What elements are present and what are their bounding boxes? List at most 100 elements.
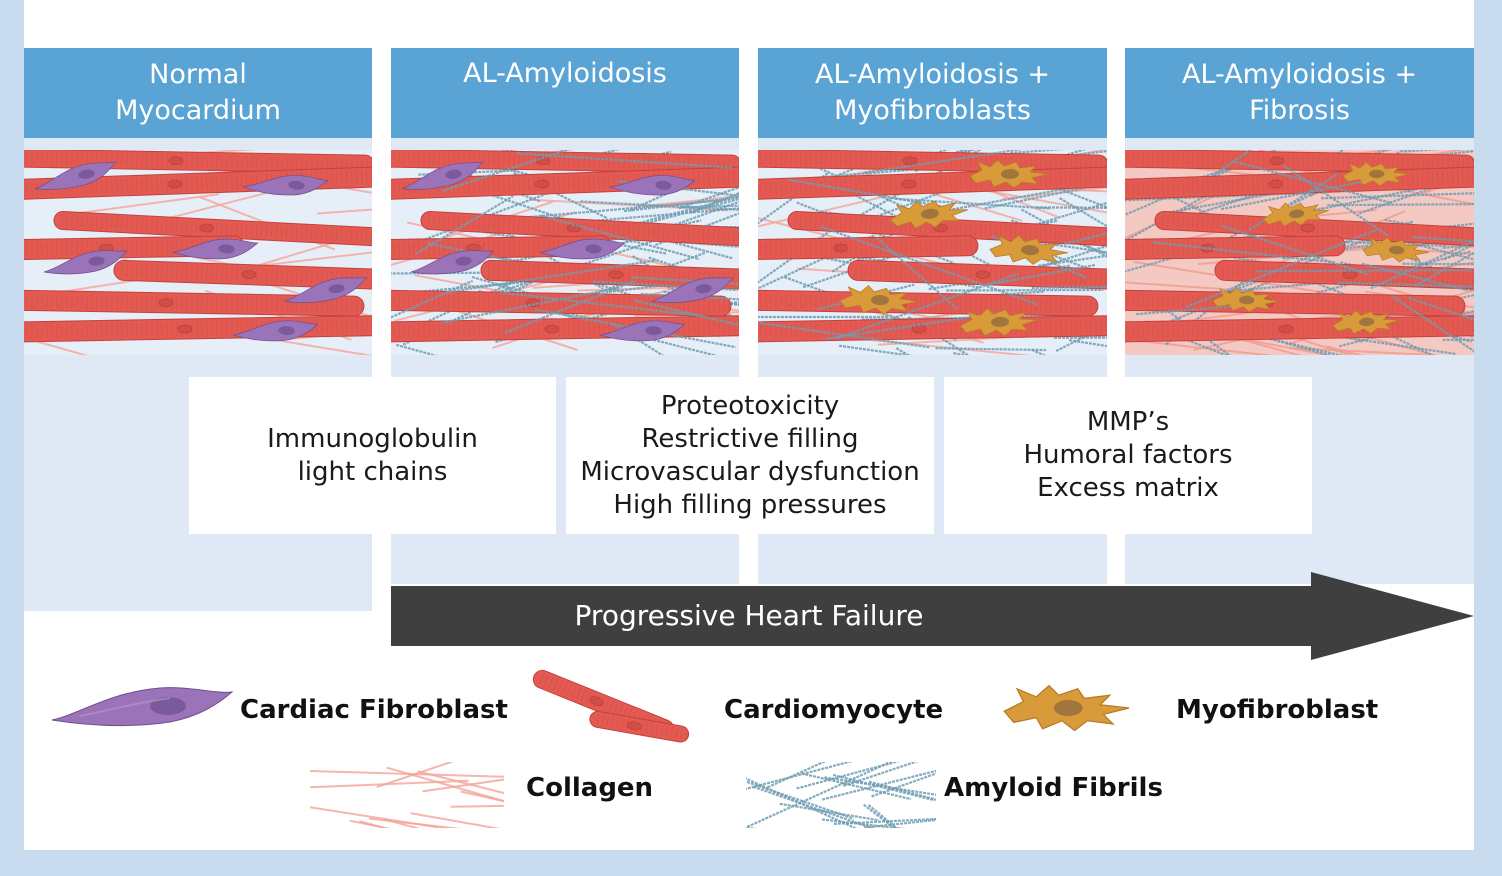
striation: [660, 725, 664, 736]
cardiomyocyte-nucleus: [544, 324, 560, 334]
striation: [657, 226, 660, 239]
striation: [330, 228, 333, 241]
striation: [261, 224, 263, 237]
header-line: Myocardium: [115, 95, 281, 126]
amyloid-fibril: [746, 762, 854, 791]
fibroblast-body: [600, 320, 686, 342]
striation: [606, 716, 609, 727]
striation: [712, 229, 715, 242]
collagen-fiber: [410, 812, 501, 828]
amyloid-fibril: [1125, 150, 1279, 216]
cardiomyocyte-nucleus: [1268, 179, 1284, 189]
amyloid-fibril: [1327, 203, 1474, 207]
striation: [717, 229, 720, 242]
amyloid-fibril: [796, 762, 900, 790]
striation: [1317, 222, 1319, 235]
amyloid-fibril: [820, 225, 1039, 306]
striation: [1099, 230, 1102, 243]
striation: [810, 215, 812, 228]
striation: [662, 226, 665, 239]
striation: [91, 215, 93, 229]
mechanism-line: High filling pressures: [613, 489, 887, 520]
cardiomyocyte-nucleus: [199, 223, 215, 233]
amyloid-fibril: [1157, 303, 1232, 355]
cardiac-fibroblast-cell: [172, 238, 259, 260]
striation: [692, 228, 695, 241]
striation: [855, 217, 857, 230]
striation: [1054, 228, 1057, 241]
striation: [1182, 215, 1184, 228]
myofibroblast-cell: [959, 307, 1039, 337]
striation: [980, 224, 982, 237]
cardiomyocyte-body: [758, 289, 1099, 317]
myofibroblast-cell: [1362, 237, 1429, 263]
legend-label-cardiomyocyte: Cardiomyocyte: [724, 695, 944, 725]
striation: [290, 226, 293, 239]
cardiac-fibroblast-cell: [401, 161, 484, 190]
striation: [623, 224, 625, 237]
collagen-fiber: [422, 778, 504, 793]
amyloid-fibril: [629, 332, 718, 355]
cardiomyocyte-nucleus: [1278, 324, 1294, 334]
striation: [1014, 225, 1017, 238]
cardiomyocyte-nucleus: [833, 243, 848, 253]
myofibroblast-cell: [989, 234, 1068, 265]
amyloid-fibril: [623, 196, 739, 213]
myofibroblast-nucleus: [1369, 169, 1385, 179]
striation: [1312, 222, 1314, 235]
amyloid-fibril: [1221, 176, 1384, 211]
amyloid-fibril: [1415, 251, 1474, 287]
amyloid-fibril: [1185, 227, 1379, 309]
striation: [1222, 217, 1224, 230]
striation: [251, 224, 253, 237]
striation: [571, 686, 577, 698]
amyloid-fibril: [1211, 150, 1253, 177]
striation: [76, 215, 78, 228]
header-line: Fibrosis: [1249, 95, 1350, 126]
striation: [1327, 223, 1329, 236]
striation: [566, 684, 572, 696]
striation: [1292, 221, 1294, 234]
arrow-shape: [391, 572, 1474, 660]
collagen-fiber: [643, 195, 739, 208]
header-line: AL-Amyloidosis +: [1182, 59, 1417, 90]
progression-arrow: Progressive Heart Failure: [391, 572, 1474, 660]
mechanism-line: Immunoglobulin: [267, 423, 478, 454]
mechanism-box-proteotoxicity: Proteotoxicity Restrictive filling Micro…: [566, 377, 934, 534]
striation: [805, 214, 807, 227]
striation: [538, 673, 545, 685]
striation: [538, 220, 540, 233]
amyloid-fibril: [821, 769, 936, 801]
amyloid-fibril: [1392, 295, 1474, 353]
striation: [925, 221, 927, 234]
striation: [196, 221, 198, 234]
striation: [146, 218, 148, 231]
myofibroblast-nucleus: [1021, 245, 1039, 256]
amyloid-fibril: [758, 233, 876, 290]
fibroblast-nucleus: [695, 284, 712, 294]
arrow-label: Progressive Heart Failure: [575, 599, 924, 632]
striation: [825, 215, 827, 229]
fibroblast-nucleus: [455, 256, 472, 266]
amyloid-fibril: [540, 214, 700, 261]
collagen-fiber: [1057, 150, 1107, 160]
striation: [1212, 217, 1214, 230]
cardiomyocyte-body: [847, 259, 1107, 291]
fibroblast-body: [411, 250, 495, 275]
striation: [1029, 226, 1032, 239]
cardiomyocyte-cell: [24, 166, 372, 201]
amyloid-fibril: [758, 321, 930, 349]
striation: [275, 225, 278, 238]
striation: [241, 223, 243, 236]
fibroblast-body: [284, 276, 368, 304]
cardiac-fibroblast-cell: [600, 320, 686, 342]
striation: [1322, 222, 1324, 235]
striation: [171, 220, 173, 233]
striation: [295, 226, 298, 239]
striation: [667, 226, 670, 239]
fibroblast-nucleus: [278, 326, 295, 336]
striation: [845, 217, 847, 230]
striation: [970, 223, 972, 236]
myofibroblast-nucleus: [921, 208, 939, 219]
cardiomyocyte-body: [1125, 150, 1474, 174]
